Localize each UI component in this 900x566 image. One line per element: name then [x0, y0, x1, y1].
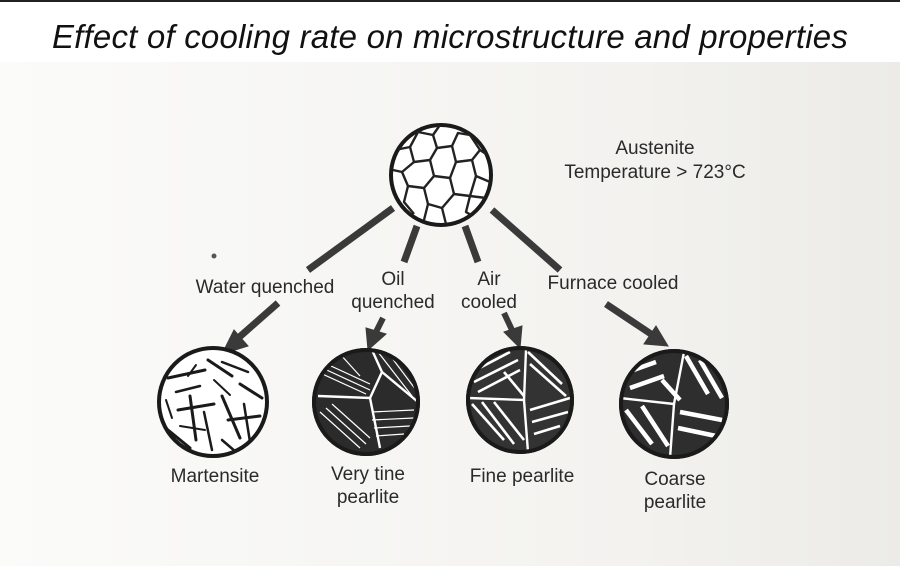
martensite-microstructure-icon [157, 346, 269, 458]
austenite-microstructure-icon [389, 123, 493, 227]
speck-dot [211, 253, 217, 259]
page-title: Effect of cooling rate on microstructure… [51, 18, 849, 55]
product-label-coarse-pearlite: Coarse pearlite [643, 469, 707, 513]
path-label-air-cooled: Air cooled [461, 269, 517, 313]
coarse-pearlite-microstructure-icon [619, 349, 729, 459]
path-label-water-quenched: Water quenched [195, 277, 335, 298]
fine-pearlite-microstructure-icon [466, 346, 574, 454]
product-label-very-fine-pearlite: Very tine pearlite [331, 464, 405, 508]
product-label-fine-pearlite: Fine pearlite [469, 466, 575, 487]
path-label-oil-quenched: Oil quenched [351, 269, 435, 313]
austenite-label-line2: Temperature > 723°C [564, 162, 746, 183]
product-label-martensite: Martensite [170, 466, 260, 487]
path-label-furnace-cooled: Furnace cooled [547, 273, 679, 294]
very-fine-pearlite-microstructure-icon [312, 348, 420, 456]
austenite-label-line1: Austenite [615, 138, 695, 159]
top-rule [0, 0, 900, 2]
cooling-arrows [221, 205, 669, 355]
